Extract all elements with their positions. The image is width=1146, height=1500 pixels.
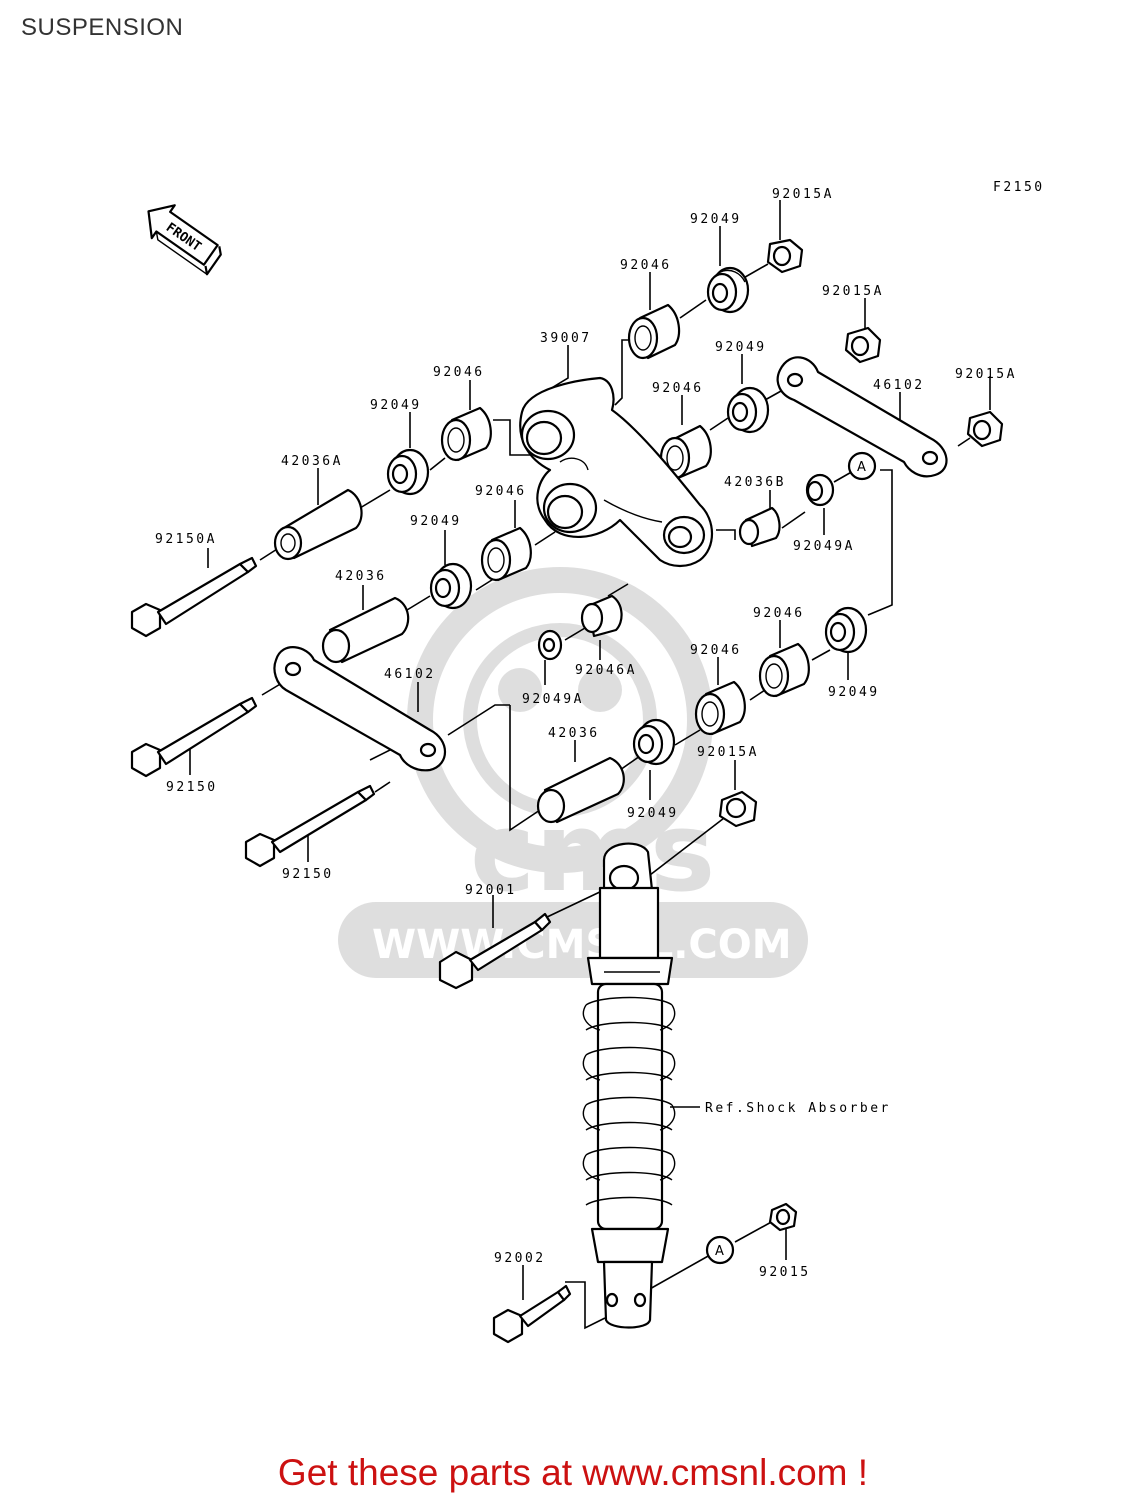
bearing-92046A (580, 594, 623, 638)
part-label-92046-6: 92046 (690, 643, 742, 658)
part-labels: F2150 92015A 92049 92046 92015A 39007 92… (155, 180, 1045, 1280)
sleeve-42036A (273, 488, 363, 561)
collar-92049-mid (726, 386, 770, 434)
nut-92015A-mid (844, 326, 882, 364)
part-label-92015A-4: 92015A (697, 745, 759, 760)
part-label-92049-2: 92049 (715, 340, 767, 355)
part-label-92046A: 92046A (575, 663, 637, 678)
part-label-92049A-1: 92049A (793, 539, 855, 554)
spring-coils (582, 996, 676, 1206)
part-label-92046-3: 92046 (652, 381, 704, 396)
sleeve-42036-upper (321, 596, 410, 664)
collar-92049A-center (537, 629, 563, 661)
part-label-92049-6: 92049 (627, 806, 679, 821)
collar-92049-right (824, 606, 868, 654)
bolt-92150-upper (130, 696, 258, 778)
part-label-92150A: 92150A (155, 532, 217, 547)
part-label-92015: 92015 (759, 1265, 811, 1280)
sleeve-42036B (738, 506, 781, 548)
part-label-92049A-2: 92049A (522, 692, 584, 707)
collar-92049-center (429, 562, 473, 610)
part-label-42036-1: 42036 (335, 569, 387, 584)
bolt-92002 (492, 1284, 572, 1344)
bolt-92001 (438, 912, 552, 990)
part-label-42036B: 42036B (724, 475, 786, 490)
part-label-92049-1: 92049 (690, 212, 742, 227)
rocker-arm-39007 (519, 376, 713, 568)
part-label-92015A-3: 92015A (955, 367, 1017, 382)
part-label-92015A-1: 92015A (772, 187, 834, 202)
part-label-92049-4: 92049 (410, 514, 462, 529)
part-label-92001: 92001 (465, 883, 517, 898)
part-label-46102-1: 46102 (873, 378, 925, 393)
part-label-92046-1: 92046 (620, 258, 672, 273)
page-title: SUSPENSION (21, 14, 184, 41)
leader-lines (189, 200, 991, 1330)
bearing-92046-top (627, 303, 681, 360)
bolt-92150A (130, 556, 258, 638)
bearing-92046-center (480, 526, 532, 582)
bolt-92150-lower (244, 784, 376, 868)
sleeve-42036-lower (536, 756, 625, 824)
collar-92049-left (386, 448, 430, 496)
collar-92049-lower (632, 718, 676, 766)
part-label-42036A: 42036A (281, 454, 343, 469)
nut-92015A-right (966, 410, 1004, 448)
part-label-92150-1: 92150 (166, 780, 218, 795)
promo-link[interactable]: Get these parts at www.cmsnl.com ! (277, 1452, 869, 1493)
part-label-92015A-2: 92015A (822, 284, 884, 299)
tie-rod-46102-lower (273, 646, 446, 772)
reference-A-bottom-label: A (715, 1244, 724, 1259)
nut-92015 (768, 1202, 798, 1232)
part-label-39007: 39007 (540, 331, 592, 346)
collar-92049-top (706, 266, 750, 314)
part-label-92046-4: 92046 (475, 484, 527, 499)
part-label-92046-5: 92046 (753, 606, 805, 621)
part-label-92150-2: 92150 (282, 867, 334, 882)
figure-code: F2150 (993, 180, 1045, 195)
nut-92015A-lower (718, 790, 758, 828)
part-label-92049-5: 92049 (828, 685, 880, 700)
part-label-92046-2: 92046 (433, 365, 485, 380)
watermark-url: WWW.CMSNL.COM (372, 922, 792, 968)
part-label-92002: 92002 (494, 1251, 546, 1266)
bearing-92046-left (440, 406, 492, 462)
shock-absorber (582, 842, 676, 1329)
nut-92015A-top (766, 238, 804, 274)
part-label-46102-2: 46102 (384, 667, 436, 682)
front-arrow-icon: FRONT (147, 204, 222, 276)
reference-A-top-label: A (857, 460, 866, 475)
collar-92049A-right (805, 473, 835, 507)
bearing-92046-right (758, 642, 810, 698)
reference-A-top: A (847, 451, 877, 481)
bearing-92046-lower (694, 680, 746, 736)
reference-A-bottom: A (705, 1235, 735, 1265)
tie-rod-46102-top (776, 356, 948, 478)
ref-shock-absorber-label: Ref.Shock Absorber (705, 1101, 891, 1116)
part-label-42036-2: 42036 (548, 726, 600, 741)
part-label-92049-3: 92049 (370, 398, 422, 413)
